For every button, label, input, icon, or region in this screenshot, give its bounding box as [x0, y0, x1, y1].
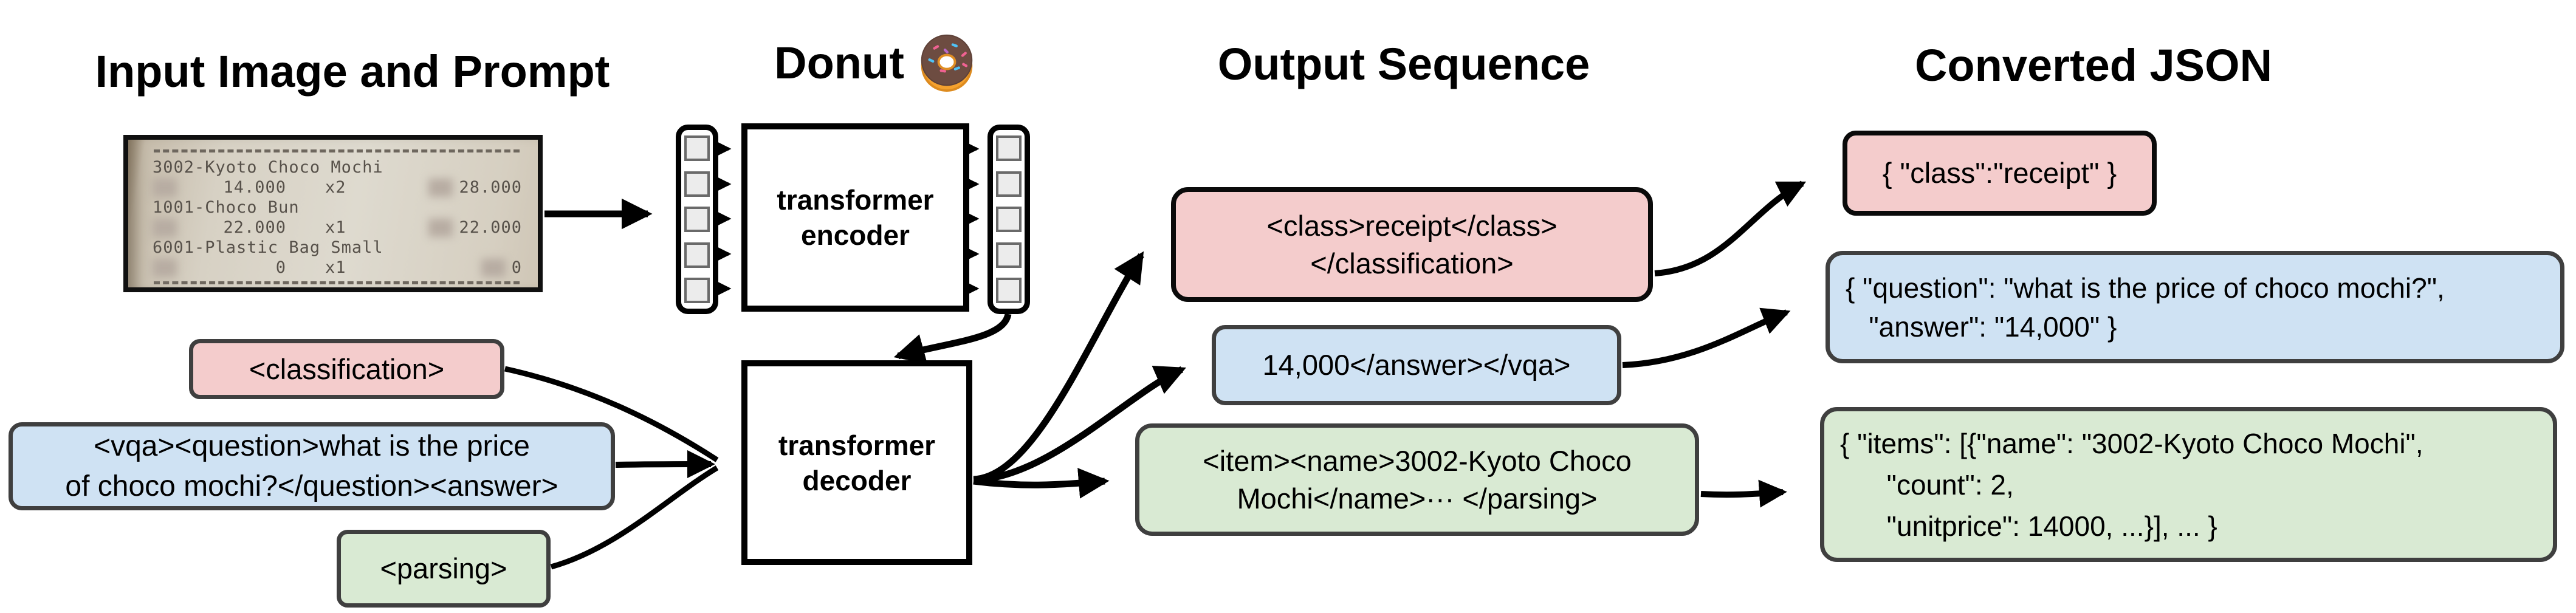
receipt-separator-top: [154, 149, 520, 152]
receipt-qty: x2: [325, 178, 346, 197]
patch-token: [684, 207, 710, 232]
output-classification: <class>receipt</class> </classification>: [1171, 187, 1653, 302]
receipt-item-name: 3002-Kyoto Choco Mochi: [153, 158, 383, 177]
json-classification: { "class":"receipt" }: [1843, 131, 2157, 216]
column-title-input: Input Image and Prompt: [95, 46, 610, 97]
receipt-separator-bottom: [154, 281, 520, 284]
json-vqa: { "question": "what is the price of choc…: [1826, 251, 2564, 363]
column-title-json: Converted JSON: [1914, 40, 2273, 91]
arrow-decoder-to-class-output: [973, 251, 1144, 483]
patch-token: [684, 171, 710, 197]
receipt-item-amounts: 22.000 x1 22.000: [153, 217, 522, 238]
feature-token: [996, 171, 1022, 197]
patch-token: [684, 278, 710, 303]
output-vqa: 14,000</answer></vqa>: [1212, 325, 1621, 405]
arrow-decoder-to-vqa-output: [973, 366, 1186, 484]
input-patch-tokens: [676, 125, 718, 314]
redaction-blur: [481, 258, 506, 277]
redaction-blur: [153, 218, 177, 237]
arrow-parsing-output-to-json: [1700, 479, 1787, 508]
receipt-qty: x1: [325, 218, 346, 237]
arrow-vqa-to-decoder: [615, 450, 715, 478]
transformer-decoder-block: transformer decoder: [741, 360, 972, 565]
receipt-total: 22.000: [459, 218, 522, 237]
prompt-classification: <classification>: [189, 339, 504, 399]
receipt-total: 0: [511, 258, 522, 277]
redaction-blur: [153, 258, 177, 277]
patch-token: [684, 242, 710, 268]
redaction-blur: [428, 178, 453, 197]
receipt-photo: 3002-Kyoto Choco Mochi 14.000 x2 28.000 …: [123, 135, 543, 292]
json-parsing: { "items": [{"name": "3002-Kyoto Choco M…: [1820, 407, 2557, 562]
arrow-parsing-to-decoder: [550, 465, 719, 570]
redaction-blur: [153, 178, 177, 197]
receipt-total: 28.000: [459, 178, 522, 197]
column-title-model: Donut: [747, 33, 1003, 92]
feature-token: [996, 207, 1022, 232]
feature-token: [996, 278, 1022, 303]
receipt-price: 14.000: [223, 178, 286, 197]
receipt-item-name: 1001-Choco Bun: [153, 198, 300, 217]
receipt-item-amounts: 0 x1 0: [153, 258, 522, 278]
transformer-encoder-block: transformer encoder: [741, 123, 969, 312]
prompt-parsing: <parsing>: [337, 530, 551, 608]
arrow-classification-to-decoder: [504, 366, 719, 462]
receipt-price: 22.000: [223, 218, 286, 237]
receipt-price: 0: [275, 258, 286, 277]
arrow-features-to-decoder: [893, 313, 1012, 365]
redaction-blur: [428, 218, 453, 237]
donut-icon: [921, 34, 973, 92]
receipt-item-amounts: 14.000 x2 28.000: [153, 177, 522, 197]
patch-token: [684, 135, 710, 161]
encoded-feature-tokens: [987, 125, 1030, 314]
arrow-decoder-to-parsing-output: [973, 468, 1110, 499]
arrow-class-output-to-json: [1654, 180, 1807, 276]
model-title-text: Donut: [774, 37, 904, 88]
receipt-item-name: 6001-Plastic Bag Small: [153, 238, 383, 257]
arrow-vqa-output-to-json: [1622, 307, 1791, 368]
feature-token: [996, 242, 1022, 268]
feature-token: [996, 135, 1022, 161]
prompt-vqa: <vqa><question>what is the price of choc…: [9, 422, 615, 510]
column-title-output: Output Sequence: [1217, 39, 1590, 89]
output-parsing: <item><name>3002-Kyoto Choco Mochi</name…: [1135, 423, 1699, 536]
receipt-qty: x1: [325, 258, 346, 277]
